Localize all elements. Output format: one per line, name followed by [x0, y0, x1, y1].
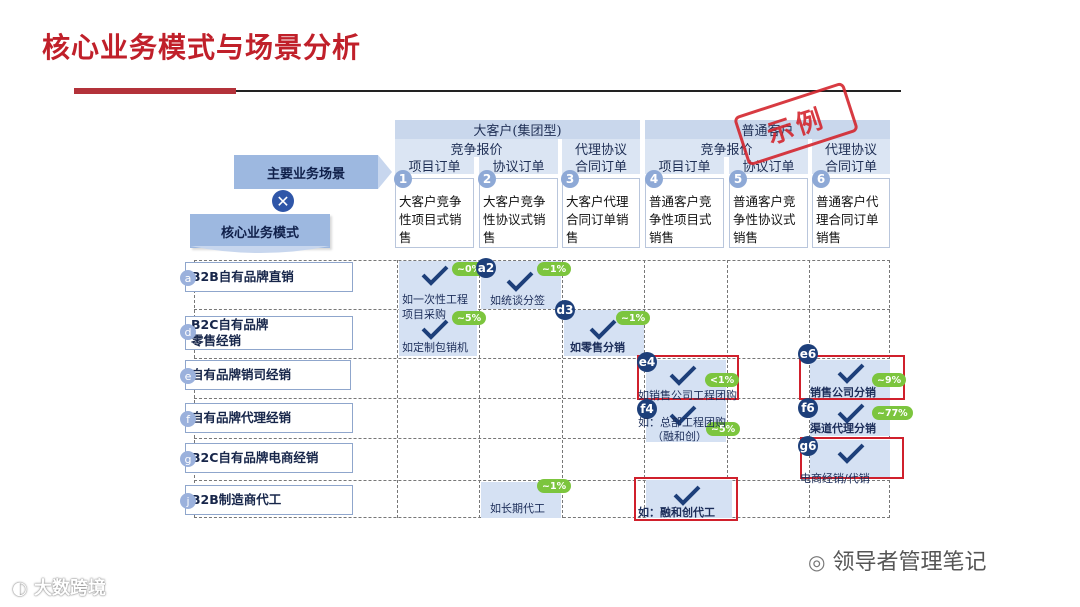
scenario-text: 普通客户竞争性项目式销售 — [649, 194, 712, 245]
cell-text-g6: 电商经销/代销 — [800, 472, 870, 485]
check-icon — [589, 319, 617, 340]
order-header-6: 合同订单 — [812, 157, 890, 175]
column-number-6: 6 — [812, 170, 830, 188]
scenario-text: 普通客户竞争性协议式销售 — [733, 194, 796, 245]
check-icon — [669, 405, 697, 426]
cell-text-j4: 如：融和创代工 — [638, 506, 715, 519]
subheader-big-quote: 竞争报价 — [395, 139, 558, 158]
order-header-2: 协议订单 — [479, 157, 558, 175]
check-icon — [837, 363, 865, 384]
cell-text-e6: 销售公司分销 — [810, 386, 876, 399]
share-badge-e6: ~9% — [872, 373, 907, 387]
cell-text-f4: 如：总部工程团购 — [638, 416, 726, 429]
cross-icon: ✕ — [272, 190, 294, 212]
page-title: 核心业务模式与场景分析 — [42, 31, 362, 64]
watermark-left: ◐ 大数跨境 — [12, 574, 106, 600]
cell-text-f6: 渠道代理分销 — [810, 422, 876, 435]
check-icon — [673, 485, 701, 506]
scenario-text: 普通客户代理合同订单销售 — [816, 194, 879, 245]
mode-header-arrow — [190, 246, 330, 253]
share-badge-j2: ~1% — [537, 479, 572, 493]
mode-header-label: 核心业务模式 — [190, 214, 330, 248]
cell-text-d1: 如定制包销机 — [402, 341, 468, 354]
scenario-column-4: 普通客户竞争性项目式销售 — [645, 178, 724, 248]
column-number-4: 4 — [645, 170, 663, 188]
subheader-big-agent: 代理协议 — [562, 139, 640, 158]
row-label-g: B2C自有品牌电商经销 — [185, 443, 353, 473]
cell-text-f4-sub: （融和创） — [652, 430, 707, 443]
scenario-column-6: 普通客户代理合同订单销售 — [812, 178, 890, 248]
check-icon — [421, 319, 449, 340]
scenario-column-1: 大客户竞争性项目式销售 — [395, 178, 474, 248]
check-icon — [837, 443, 865, 464]
share-badge-d1: ~5% — [452, 311, 487, 325]
scenario-column-5: 普通客户竞争性协议式销售 — [729, 178, 808, 248]
check-icon — [506, 271, 534, 292]
share-badge-e4: <1% — [705, 373, 740, 387]
share-badge-f4: ~5% — [706, 422, 741, 436]
cell-text-d3: 如零售分销 — [570, 341, 625, 354]
cell-tag-a2: a2 — [476, 258, 496, 278]
title-underline-black — [236, 90, 901, 92]
row-label-d: B2C自有品牌 零售经销 — [185, 316, 353, 350]
scenario-arrow-header — [234, 155, 392, 189]
check-icon — [421, 265, 449, 286]
row-label-a: B2B自有品牌直销 — [185, 262, 353, 292]
wechat-icon: ◎ — [808, 550, 826, 574]
order-header-5: 协议订单 — [729, 157, 808, 175]
cell-tag-e6: e6 — [798, 344, 818, 364]
scenario-text: 大客户代理合同订单销售 — [566, 194, 629, 245]
scenario-column-3: 大客户代理合同订单销售 — [562, 178, 640, 248]
row-letter-a: a — [180, 270, 196, 286]
share-badge-d3: ~1% — [616, 311, 651, 325]
row-letter-j: j — [180, 493, 196, 509]
row-label-e: 自有品牌销司经销 — [185, 360, 351, 390]
row-label-j: B2B制造商代工 — [185, 485, 353, 515]
logo-icon: ◐ — [12, 578, 34, 599]
column-number-5: 5 — [729, 170, 747, 188]
cell-text-a1: 如一次性工程项目采购 — [402, 293, 468, 321]
title-underline-red — [74, 88, 236, 94]
row-letter-g: g — [180, 451, 196, 467]
cell-tag-f6: f6 — [798, 398, 818, 418]
watermark-right: ◎ 领导者管理笔记 — [808, 544, 986, 576]
scenario-text: 大客户竞争性协议式销售 — [483, 194, 546, 245]
watermark-left-text: 大数跨境 — [33, 578, 106, 599]
row-letter-d: d — [180, 324, 196, 340]
check-icon — [837, 403, 865, 424]
scenario-text: 大客户竞争性项目式销售 — [399, 194, 462, 245]
cell-tag-f4: f4 — [637, 399, 657, 419]
cell-text-e4: 如销售公司工程团购 — [638, 389, 737, 402]
highlight-box-g6 — [800, 437, 904, 479]
row-letter-f: f — [180, 411, 196, 427]
cell-text-j2: 如长期代工 — [490, 502, 545, 515]
row-letter-e: e — [180, 368, 196, 384]
cell-text-a2: 如统谈分签 — [490, 294, 545, 307]
subheader-normal-quote: 竞争报价 — [645, 139, 808, 158]
column-number-2: 2 — [478, 170, 496, 188]
column-number-1: 1 — [394, 170, 412, 188]
row-label-f: 自有品牌代理经销 — [185, 403, 353, 433]
check-icon — [669, 365, 697, 386]
column-number-3: 3 — [561, 170, 579, 188]
order-header-1: 项目订单 — [395, 157, 474, 175]
watermark-right-text: 领导者管理笔记 — [832, 550, 987, 575]
order-header-3: 合同订单 — [562, 157, 640, 175]
scenario-column-2: 大客户竞争性协议式销售 — [479, 178, 558, 248]
order-header-4: 项目订单 — [645, 157, 724, 175]
group-header-big-customer: 大客户(集团型) — [395, 120, 640, 139]
scenario-header-label: 主要业务场景 — [266, 166, 345, 182]
cell-tag-d3: d3 — [555, 300, 575, 320]
highlight-box-j4 — [634, 477, 738, 521]
cell-tag-e4: e4 — [637, 352, 657, 372]
share-badge-a2: ~1% — [537, 262, 572, 276]
share-badge-f6: ~77% — [872, 406, 913, 420]
group-header-normal-customer: 普通客户 — [645, 120, 890, 139]
cell-tag-g6: g6 — [798, 436, 818, 456]
subheader-normal-agent: 代理协议 — [812, 139, 890, 158]
